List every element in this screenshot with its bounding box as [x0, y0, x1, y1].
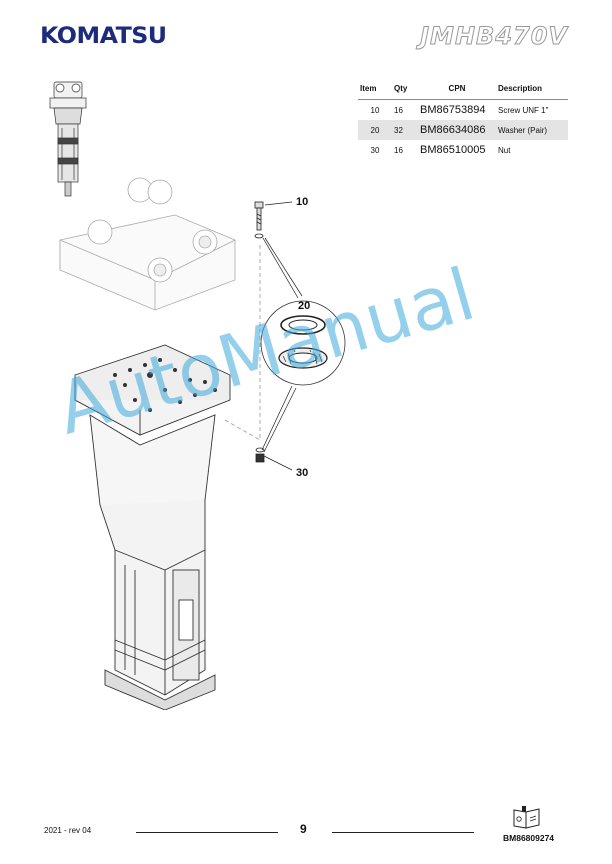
column-header-description: Description: [496, 80, 568, 100]
row-item: 20: [358, 120, 392, 140]
document-number: BM86809274: [503, 833, 555, 843]
washer-detail-circle: [260, 300, 346, 386]
column-header-cpn: CPN: [418, 80, 496, 100]
komatsu-logo: KOMATSU: [40, 24, 167, 49]
footer-rule-right: [332, 832, 474, 833]
page-number: 9: [300, 822, 307, 836]
nut-part: [255, 447, 265, 463]
column-header-item: Item: [358, 80, 392, 100]
exploded-view-drawing: [59, 177, 265, 710]
table-row: 10 16 BM86753894 Screw UNF 1": [358, 100, 568, 121]
table-row: 20 32 BM86634086 Washer (Pair): [358, 120, 568, 140]
manual-book-icon: [513, 806, 540, 829]
row-description: Washer (Pair): [496, 120, 568, 140]
hammer-body: [74, 344, 231, 710]
row-cpn: BM86510005: [420, 144, 486, 156]
row-cpn: BM86753894: [420, 104, 486, 116]
parts-table-header: Item Qty CPN Description: [358, 80, 568, 100]
row-cpn: BM86634086: [418, 120, 496, 140]
footer-year-revision: 2021 - rev 04: [44, 826, 92, 835]
callout-20: 20: [298, 300, 311, 312]
callout-10: 10: [296, 196, 309, 208]
row-qty: 32: [392, 120, 418, 140]
row-description: Nut: [498, 145, 511, 155]
row-description: Screw UNF 1": [498, 105, 549, 115]
row-item: 10: [370, 105, 380, 115]
column-header-qty: Qty: [392, 80, 418, 100]
row-item: 30: [370, 145, 380, 155]
model-title: JMHB470V: [420, 22, 568, 51]
row-qty: 16: [394, 105, 403, 115]
table-row: 30 16 BM86510005 Nut: [358, 140, 568, 160]
parts-table: Item Qty CPN Description 10 16 BM8675389…: [358, 80, 568, 160]
hammer-thumbnail: [49, 81, 87, 197]
footer-rule-left: [136, 832, 278, 833]
screw-part: [254, 201, 264, 239]
callout-30: 30: [296, 467, 309, 479]
row-qty: 16: [394, 145, 403, 155]
mounting-bracket: [59, 177, 236, 311]
